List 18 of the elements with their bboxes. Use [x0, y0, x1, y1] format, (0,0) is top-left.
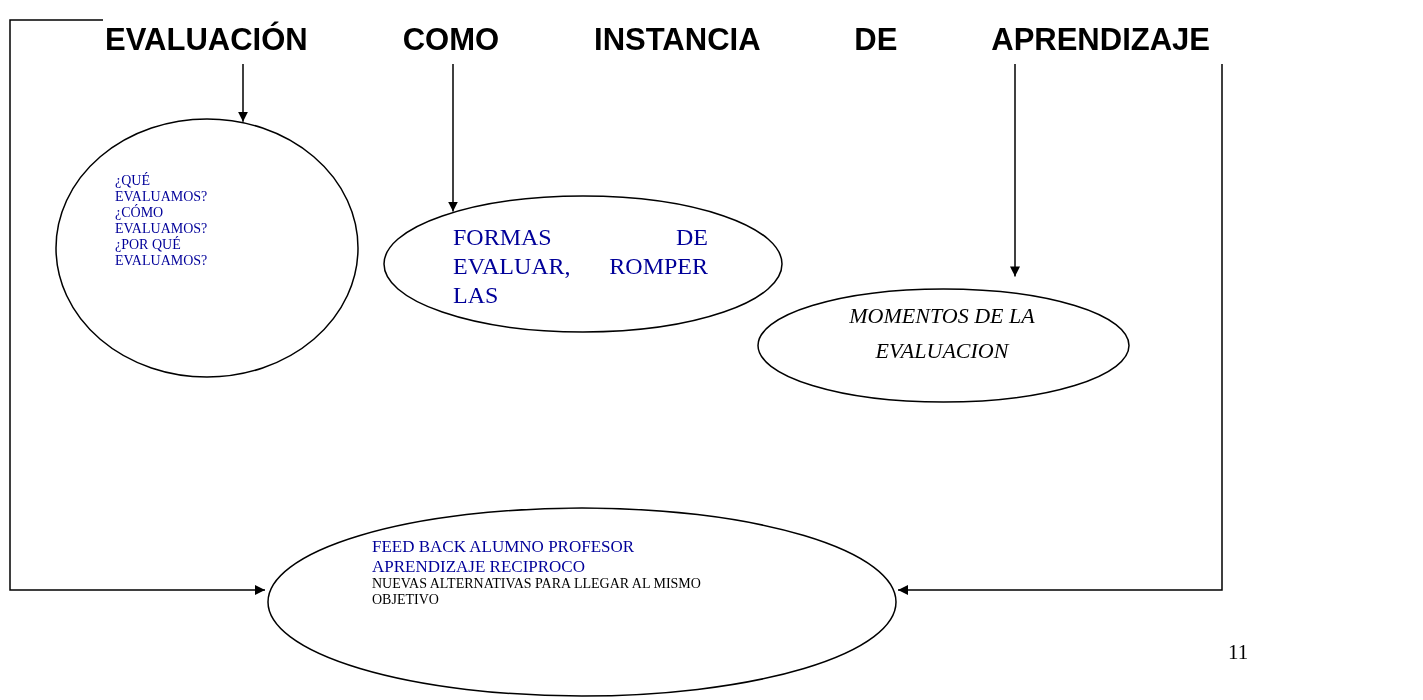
ellipse-node	[55, 118, 359, 378]
ellipse-node	[757, 288, 1130, 403]
ellipse-node	[267, 507, 897, 697]
arrow	[9, 19, 266, 595]
node-text: ¿CÓMO EVALUAMOS?	[115, 205, 209, 237]
heading: EVALUACIÓN COMO INSTANCIA DE APRENDIZAJE	[105, 16, 1210, 64]
node-text: FORMAS DE EVALUAR, ROMPER LAS	[453, 223, 708, 310]
node-text: FEED BACK ALUMNO PROFESOR APRENDIZAJE RECIPROCO	[372, 537, 636, 577]
arrow	[238, 63, 248, 123]
ellipse-node	[383, 195, 783, 333]
arrow	[897, 63, 1223, 595]
node-text: NUEVAS ALTERNATIVAS PARA LLEGAR AL MISMO OBJETIVO	[372, 576, 702, 609]
node-text: ¿POR QUÉ EVALUAMOS?	[115, 237, 209, 270]
node-text: MOMENTOS DE LA EVALUACION	[848, 302, 1036, 366]
arrow	[1010, 63, 1020, 278]
arrow	[448, 63, 458, 213]
page-number: 11	[1228, 640, 1249, 665]
node-text: ¿QUÉ EVALUAMOS?	[115, 173, 209, 205]
